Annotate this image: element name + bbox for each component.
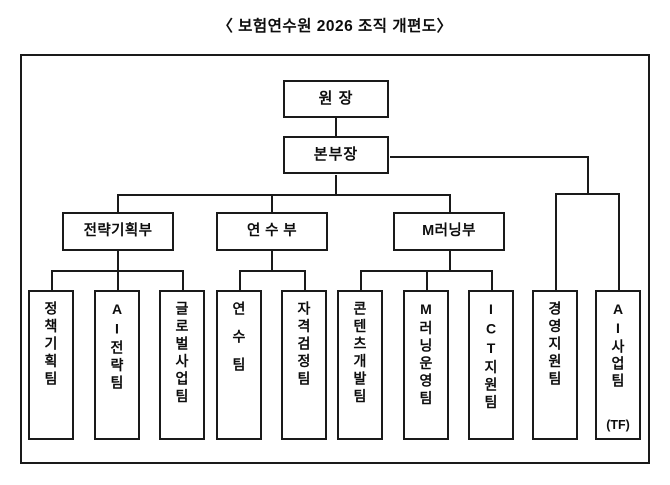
node-team-aibiz-suffix: (TF) [606, 418, 630, 432]
node-team-ai-label: AI전략팀 [109, 301, 125, 393]
connector-drop-team-content [360, 270, 362, 290]
node-team-ict-label: ICT지원팀 [483, 301, 499, 412]
node-dept-strategy-label: 전략기획부 [83, 223, 153, 240]
node-team-content-label: 콘텐츠개발팀 [352, 301, 368, 406]
node-team-mops-label: M러닝운영팀 [418, 301, 434, 408]
connector-drop-dept-strategy [117, 194, 119, 212]
node-team-aibiz-label: AI사업팀 [610, 301, 626, 390]
node-dept-mlearning[interactable]: M러닝부 [393, 212, 505, 251]
connector-dept-mlearning-stem [449, 250, 451, 271]
connector-director-to-headquarters [335, 118, 337, 136]
connector-headquarters-stem [335, 175, 337, 195]
connector-drop-team-cert [304, 270, 306, 290]
connector-right-branch-stem [587, 156, 589, 194]
node-team-mops[interactable]: M러닝운영팀 [403, 290, 449, 440]
connector-drop-team-global [182, 270, 184, 290]
connector-drop-team-ict [491, 270, 493, 290]
connector-drop-team-mops [426, 270, 428, 290]
node-team-ai[interactable]: AI전략팀 [94, 290, 140, 440]
node-team-edu-label: 연수팀 [231, 301, 247, 385]
connector-drop-team-ai [117, 270, 119, 290]
node-team-cert[interactable]: 자격검정팀 [281, 290, 327, 440]
page-title: 〈 보험연수원 2026 조직 개편도〉 [217, 18, 453, 35]
node-team-global[interactable]: 글로벌사업팀 [159, 290, 205, 440]
connector-dept-training-bus [239, 270, 305, 272]
connector-dept-strategy-stem [117, 250, 119, 271]
node-team-content[interactable]: 콘텐츠개발팀 [337, 290, 383, 440]
node-dept-training-label: 연 수 부 [246, 223, 298, 240]
connector-department-bus [117, 194, 451, 196]
node-dept-mlearning-label: M러닝부 [422, 223, 476, 240]
connector-right-branch-bus [555, 193, 620, 195]
node-dept-training[interactable]: 연 수 부 [216, 212, 328, 251]
connector-headquarters-right-lead [390, 156, 589, 158]
node-team-mgmt-label: 경영지원팀 [547, 301, 563, 389]
node-team-policy[interactable]: 정책기획팀 [28, 290, 74, 440]
connector-drop-team-aibiz [618, 193, 620, 290]
connector-dept-training-stem [271, 250, 273, 271]
node-headquarters-label: 본부장 [313, 146, 359, 164]
node-team-policy-label: 정책기획팀 [43, 301, 59, 389]
node-team-ict[interactable]: ICT지원팀 [468, 290, 514, 440]
connector-drop-dept-mlearning [449, 194, 451, 212]
node-team-global-label: 글로벌사업팀 [174, 301, 190, 406]
node-director-label: 원 장 [318, 90, 354, 108]
connector-drop-team-mgmt [555, 193, 557, 290]
node-team-edu[interactable]: 연수팀 [216, 290, 262, 440]
connector-drop-dept-training [271, 194, 273, 212]
node-dept-strategy[interactable]: 전략기획부 [62, 212, 174, 251]
node-team-mgmt[interactable]: 경영지원팀 [532, 290, 578, 440]
node-director[interactable]: 원 장 [283, 80, 389, 118]
node-team-aibiz[interactable]: AI사업팀 (TF) [595, 290, 641, 440]
node-headquarters[interactable]: 본부장 [283, 136, 389, 174]
node-team-cert-label: 자격검정팀 [296, 301, 312, 389]
connector-drop-team-edu [239, 270, 241, 290]
connector-drop-team-policy [51, 270, 53, 290]
